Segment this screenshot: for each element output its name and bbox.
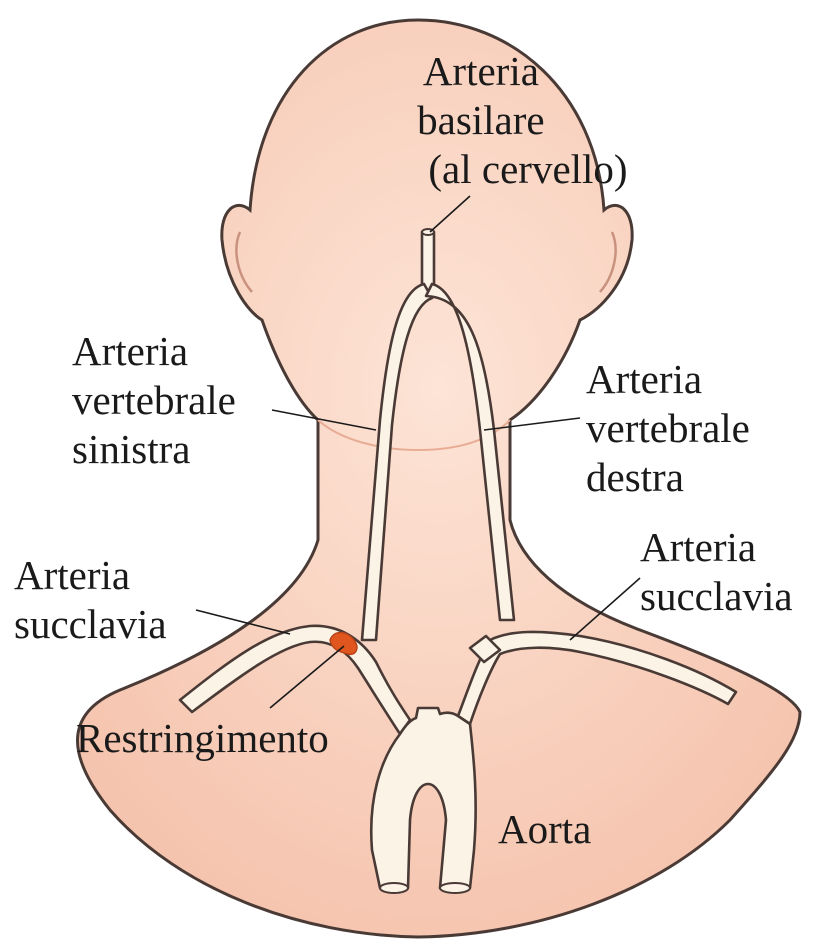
label-arteria-basilare: Arteria basilare (al cervello)	[417, 48, 627, 192]
label-aorta: Aorta	[498, 806, 591, 852]
label-arteria-succlavia-sinistra: Arteria succlavia	[14, 552, 167, 647]
label-arteria-succlavia-destra: Arteria succlavia	[640, 524, 793, 619]
label-arteria-vertebrale-sinistra: Arteria vertebrale sinistra	[72, 328, 246, 472]
label-arteria-vertebrale-destra: Arteria vertebrale destra	[586, 356, 760, 500]
label-restringimento: Restringimento	[76, 715, 329, 761]
